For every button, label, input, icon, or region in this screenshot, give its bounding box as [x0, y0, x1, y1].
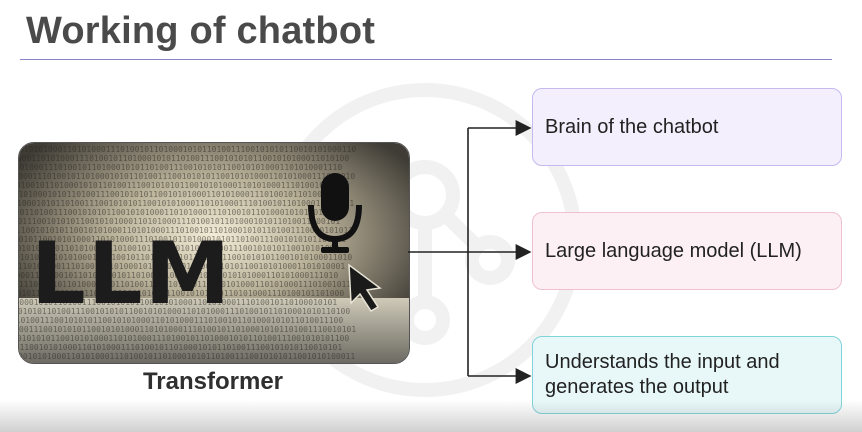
binary-row: 0011100101010110010101000110101000111010…	[19, 325, 356, 334]
box-label: Understands the input and generates the …	[545, 351, 780, 398]
binary-row: 0101101001110010101011001010100011010100…	[19, 208, 347, 217]
binary-row: 1100101010110010101000110101000111010010…	[19, 226, 353, 235]
binary-background: 0101010001101010001110100101101000101011…	[19, 145, 356, 361]
page-title: Working of chatbot	[26, 10, 376, 52]
binary-row: 0001110100101101000101011010011100101010…	[19, 172, 355, 181]
box-label: Large language model (LLM)	[545, 239, 802, 262]
binary-row: 1010010110100010101101001110010101011001…	[19, 181, 348, 190]
binary-row: 0110100111001010101100101010001101010001…	[19, 316, 343, 325]
box-label: Brain of the chatbot	[545, 115, 719, 138]
binary-row: 0101010001101010001110100101101000101011…	[19, 145, 356, 154]
box-large-language-model: Large language model (LLM)	[532, 212, 842, 290]
llm-image: 0101010001101010001110100101101000101011…	[18, 142, 410, 364]
binary-row: 1000110101000111010010110100010101101001…	[19, 154, 349, 163]
binary-row: 0101011001010100011010100011101001011010…	[19, 235, 346, 244]
cursor-arrow-icon	[348, 263, 382, 313]
binary-row: 1010001110100101101000101011010011100101…	[19, 271, 338, 280]
image-caption: Transformer	[142, 368, 284, 395]
binary-row: 1101000101011010011100101010110010101000…	[19, 298, 337, 307]
microphone-icon	[308, 173, 362, 253]
box-brain-of-chatbot: Brain of the chatbot	[532, 88, 842, 166]
title-divider	[20, 59, 832, 60]
binary-row: 0010101101001110010101011001010100011010…	[19, 307, 350, 316]
binary-row: 0101000110101000111010010110100010101101…	[19, 253, 352, 262]
binary-row: 0111010010110100010101101001110010101011…	[19, 280, 351, 289]
binary-row: 0010101000110101000111010010110100010101…	[19, 352, 355, 361]
binary-row: 0010101011001010100011010100011101001011…	[19, 334, 349, 343]
binary-row: 1100101010001101010001110100101101000101…	[19, 244, 339, 253]
binary-row: 1001011010001010110100111001010101100101…	[19, 289, 344, 298]
binary-row: 0101100101010001101010001110100101101000…	[19, 343, 342, 352]
binary-row: 1011010001010110100111001010101100101010…	[19, 190, 341, 199]
binary-row: 1000101011010011100101010110010101000110…	[19, 199, 354, 208]
binary-row: 1010100011101001011010001010110100111001…	[19, 163, 342, 172]
binary-row: 0100111001010101100101010001101010001110…	[19, 217, 340, 226]
box-understands-input: Understands the input and generates the …	[532, 336, 842, 414]
llm-art-text: LLM	[31, 224, 232, 324]
binary-row: 0011010100011101001011010001010110100111…	[19, 262, 345, 271]
